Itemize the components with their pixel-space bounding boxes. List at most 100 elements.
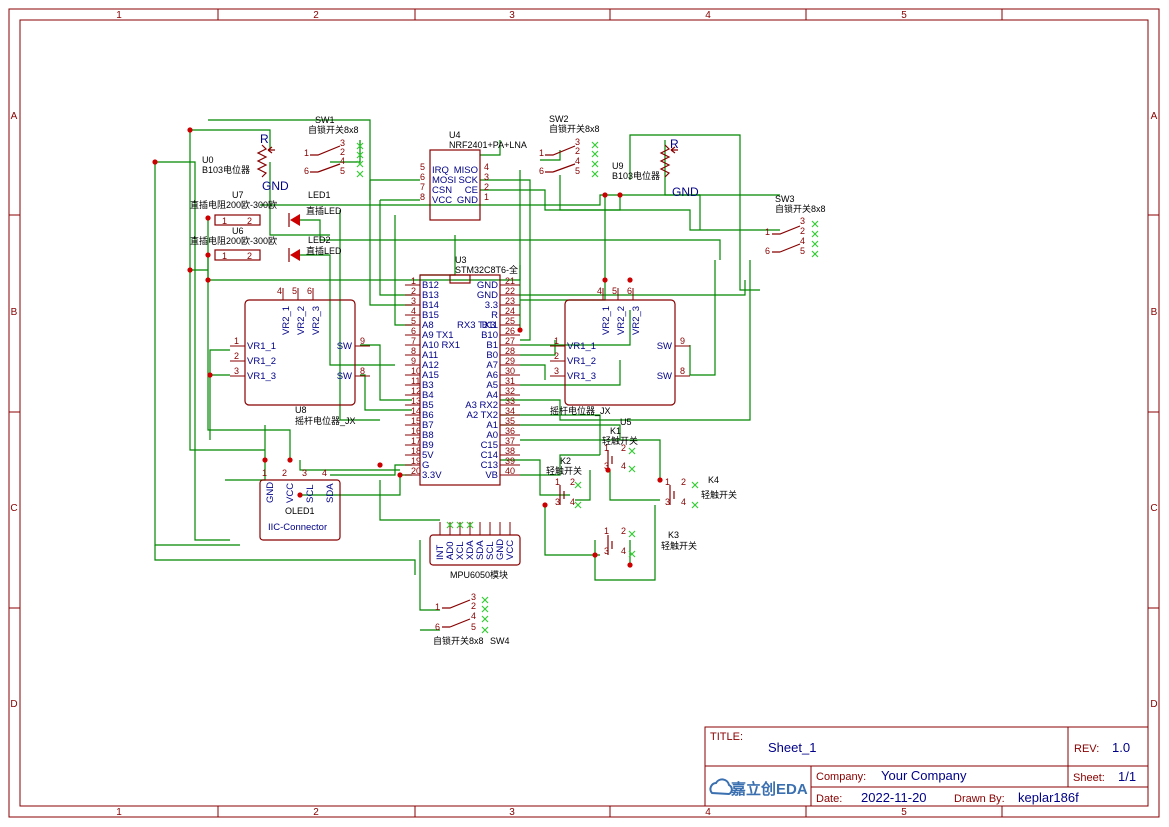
k4-switch: K4 轻触开关 1 2 3 4 (665, 475, 737, 507)
u3-right-pin-name: A0 (486, 430, 498, 441)
k1-value: 轻触开关 (602, 435, 638, 446)
u6-pin-1: 1 (222, 251, 227, 261)
junction-dot (205, 252, 211, 258)
title-value: Sheet_1 (768, 740, 816, 755)
no-connect-icon (574, 501, 582, 509)
u3-right-pin-num: 39 (505, 456, 515, 466)
k3-switch: K3 轻触开关 1 2 3 4 (604, 526, 697, 556)
date-label: Date: (816, 793, 842, 805)
no-connect-icon (481, 615, 489, 623)
k1-pin-4: 4 (621, 461, 626, 471)
title-label: TITLE: (710, 731, 743, 743)
u3-left-pin-name: B9 (422, 440, 434, 451)
no-connect-icon (356, 160, 364, 168)
u3-left-pin-num: 4 (411, 306, 416, 316)
u3-stm32: U3 STM32C8T6-全 RX3 TX3 (419, 255, 518, 486)
date-value: 2022-11-20 (861, 790, 927, 805)
col-label-bottom-4: 4 (705, 807, 711, 818)
u0-designator: U0 (202, 155, 214, 165)
k4-pin-2: 2 (681, 477, 686, 487)
junction-dot (187, 267, 193, 273)
k3-pin-3: 3 (604, 546, 609, 556)
jr-vr1-2: VR1_2 (567, 356, 596, 367)
mpu-pin-name: XCL (455, 542, 466, 560)
junction-dot (627, 277, 633, 283)
sw3-pin-5: 5 (800, 246, 805, 256)
col-label-bottom-1: 1 (116, 807, 122, 818)
no-connect-icon (456, 521, 464, 529)
sw3-pin-4: 4 (800, 236, 805, 246)
u5-designator: U5 (620, 417, 632, 427)
k2-switch: K2 轻触开关 1 2 3 4 (546, 456, 582, 507)
junction-dot (617, 192, 623, 198)
u4-nrf2401: U4 NRF2401+PA+LNA IRQ MOSI CSN VCC 5 6 7… (420, 130, 527, 221)
sw1-pin-4: 4 (340, 156, 345, 166)
u3-right-pin-num: 32 (505, 386, 515, 396)
no-connect-icon (481, 605, 489, 613)
led2: LED2 直插LED (288, 235, 342, 262)
k4-designator: K4 (708, 475, 719, 485)
u8-vr1-num-1: 1 (234, 336, 239, 346)
u6-value: 直插电阻200欧-300欧 (190, 235, 277, 246)
u4-pin-left-1: IRQ (432, 165, 449, 176)
drawn-by-label: Drawn By: (954, 793, 1005, 805)
oled1-num-4: 4 (322, 468, 327, 478)
u4-pin-right-3: CE (465, 185, 478, 196)
u3-left-pin-num: 12 (411, 386, 421, 396)
oled1-pin-scl: SCL (305, 485, 316, 503)
col-label-bottom-3: 3 (509, 807, 515, 818)
u3-right-pin-num: 30 (505, 366, 515, 376)
led2-value: 直插LED (306, 245, 342, 256)
sw1-value: 自锁开关8x8 (308, 124, 359, 135)
no-connect-icon (591, 160, 599, 168)
u0-r-label: R (260, 132, 269, 146)
no-connect-icon (574, 481, 582, 489)
u3-left-pin-num: 17 (411, 436, 421, 446)
row-label-right-b: B (1151, 307, 1158, 318)
rev-label: REV: (1074, 743, 1099, 755)
u3-right-pin-name: A3 RX2 (465, 400, 498, 411)
u3-right-pin-name: B10 (481, 330, 498, 341)
u3-left-pin-num: 1 (411, 276, 416, 286)
u8-vr2-num-1: 4 (277, 286, 282, 296)
u7-value: 直插电阻200欧-300欧 (190, 199, 277, 210)
col-label-top-4: 4 (705, 10, 711, 21)
u4-pinnum-left-1: 5 (420, 162, 425, 172)
u3-left-pin-num: 19 (411, 456, 421, 466)
jr-vr1-3: VR1_3 (567, 371, 596, 382)
sw4-pin-5: 5 (471, 622, 476, 632)
u3-right-pin-name: A1 (486, 420, 498, 431)
sw4-designator: SW4 (490, 636, 510, 646)
u3-left-pin-name: B4 (422, 390, 434, 401)
u3-right-pin-num: 29 (505, 356, 515, 366)
no-connect-icon (691, 481, 699, 489)
u8-vr2-2: VR2_2 (296, 306, 307, 335)
sw1-pin-6: 6 (304, 166, 309, 176)
sw1-pin-5: 5 (340, 166, 345, 176)
u3-right-pin-name: A2 TX2 (466, 410, 498, 421)
led1-designator: LED1 (308, 190, 331, 200)
cloud-logo-icon (709, 778, 733, 796)
sw3-pin-1: 1 (765, 227, 770, 237)
u4-pin-right-1: MISO (454, 165, 478, 176)
u3-right-pin-name: C13 (481, 460, 498, 471)
mpu-pin-name: SDA (475, 540, 486, 560)
k4-pin-1: 1 (665, 477, 670, 487)
sw4-value: 自锁开关8x8 (433, 635, 484, 646)
u6-resistor: U6 直插电阻200欧-300欧 1 2 (190, 226, 277, 261)
u3-left-pin-name: A9 TX1 (422, 330, 454, 341)
u3-left-pin-name: A12 (422, 360, 439, 371)
mpu-pin-name: VCC (505, 540, 516, 560)
jr-vr2-1: VR2_1 (601, 306, 612, 335)
mpu-pin-name: XDA (465, 540, 476, 560)
oled1-pin-sda: SDA (325, 483, 336, 503)
u8-joystick: U8 摇杆电位器_JX VR2_1 VR2_2 VR2_3 4 5 6 VR1_… (230, 286, 370, 426)
u7-pin-1: 1 (222, 216, 227, 226)
sw3-designator: SW3 (775, 194, 795, 204)
u0-value: B103电位器 (202, 164, 250, 175)
col-label-top-1: 1 (116, 10, 122, 21)
u0-potentiometer: R GND U0 B103电位器 (202, 132, 289, 193)
sw3-pin-6: 6 (765, 246, 770, 256)
k3-pin-4: 4 (621, 546, 626, 556)
